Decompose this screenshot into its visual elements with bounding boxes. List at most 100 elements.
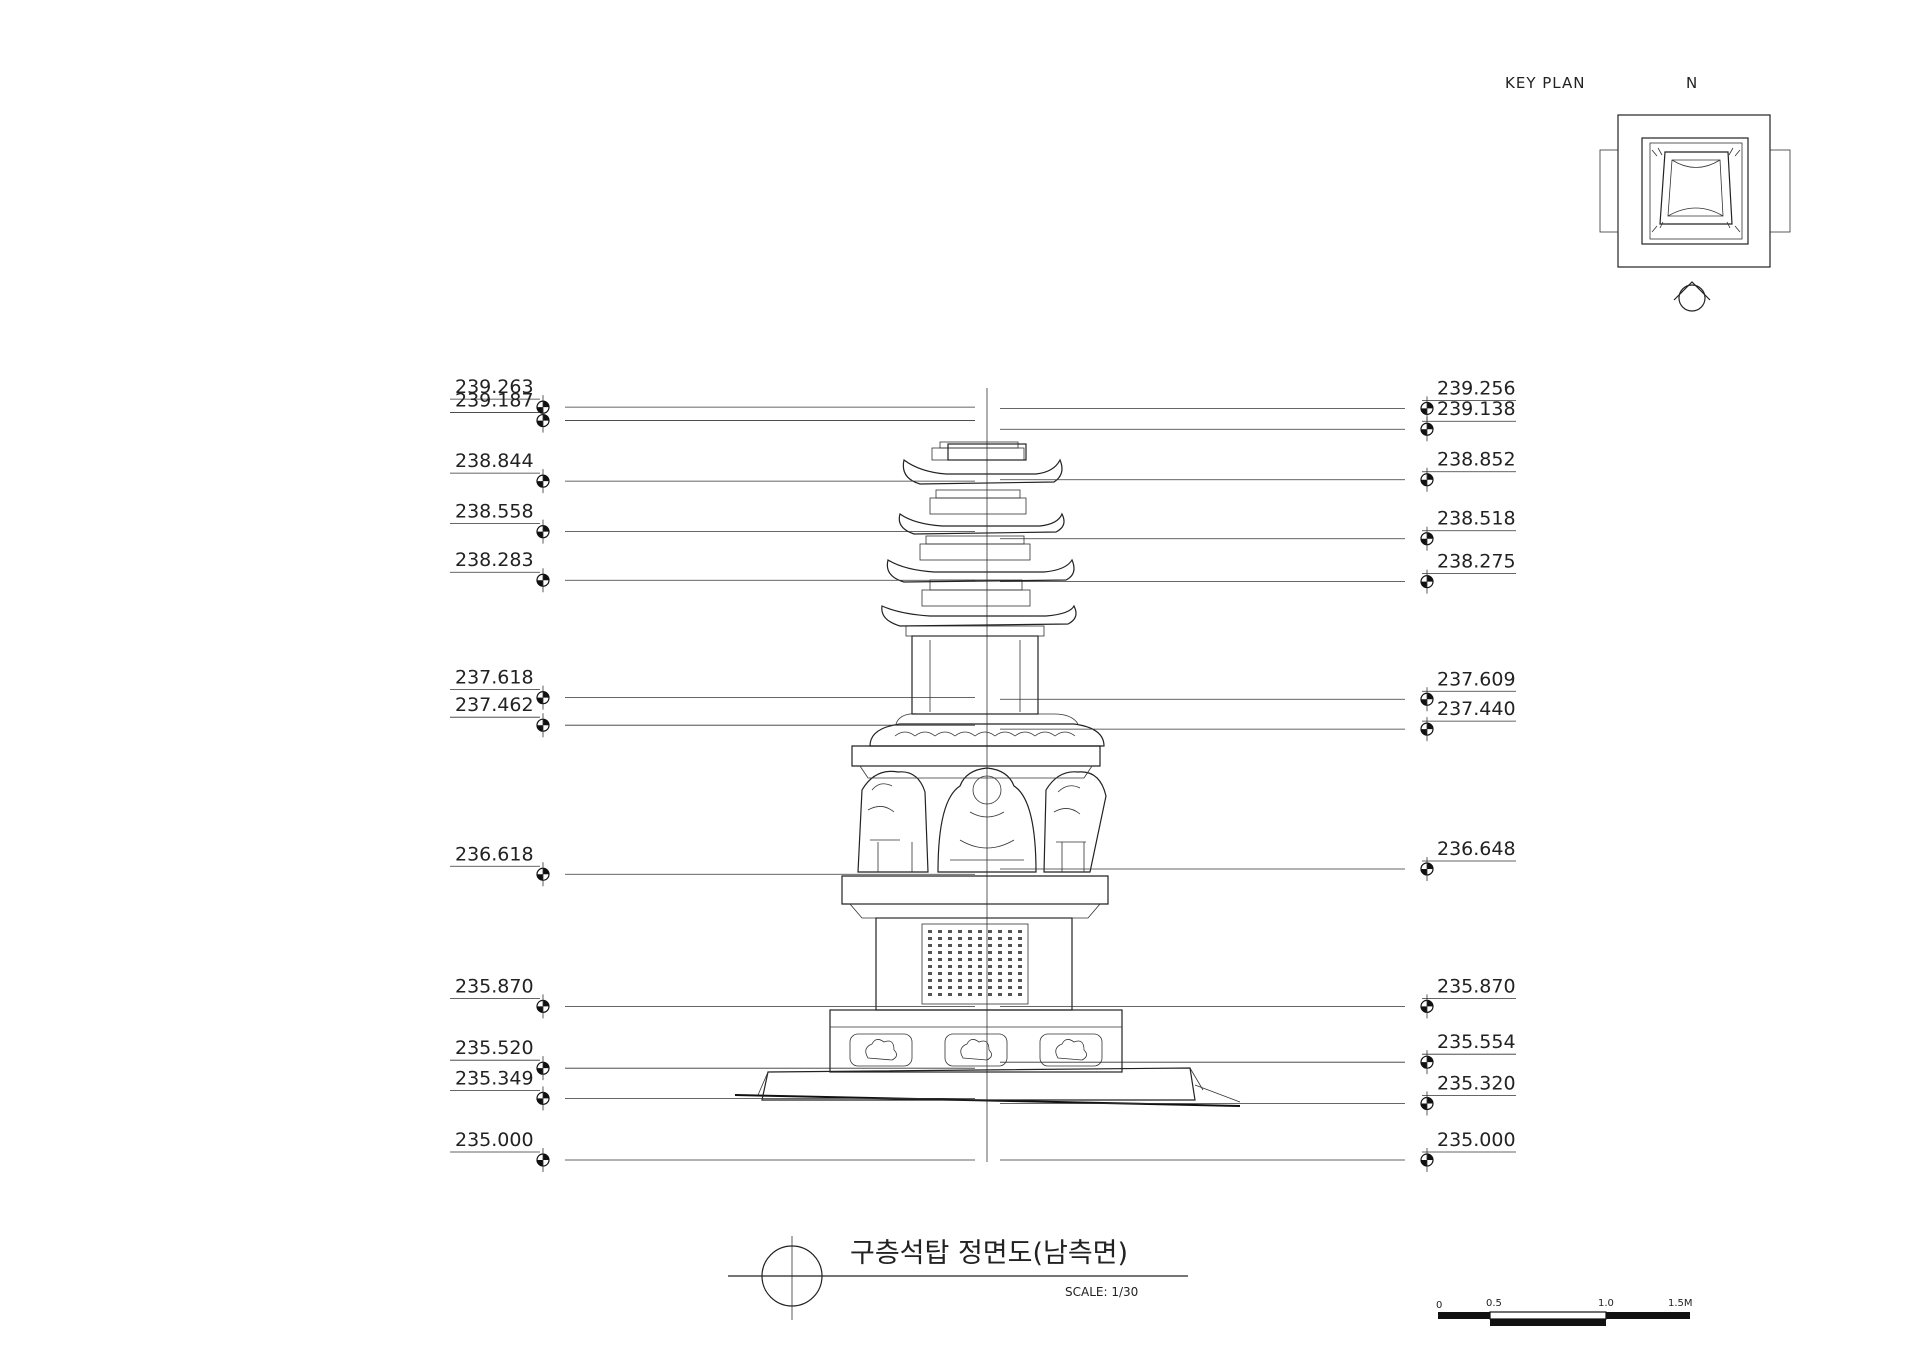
datum-symbol-icon (536, 1056, 550, 1081)
elevation-value-right: 237.440 (1437, 698, 1516, 720)
elevation-marker-left: 235.870 (450, 975, 975, 1019)
elevation-marker-left: 238.558 (450, 501, 975, 544)
elevation-value-left: 238.558 (455, 501, 534, 523)
scale-bar: 0 0.5 1.0 1.5M (1436, 1298, 1693, 1326)
elevation-marker-left: 237.462 (450, 694, 975, 738)
elevation-value-right: 238.275 (1437, 551, 1516, 573)
elevation-marker-left: 239.187 (450, 390, 975, 433)
north-arrow-icon (1673, 281, 1711, 312)
datum-symbol-icon (536, 862, 550, 887)
elevation-value-right: 236.648 (1437, 838, 1516, 860)
datum-symbol-icon (536, 994, 550, 1019)
elevation-value-left: 235.520 (455, 1037, 534, 1059)
elevation-value-right: 237.609 (1437, 668, 1516, 690)
datum-symbol-icon (536, 469, 550, 494)
datum-symbol-icon (536, 1086, 550, 1111)
elevation-marker-right: 238.275 (1000, 551, 1516, 594)
elevation-value-left: 238.844 (455, 450, 534, 472)
elevation-marker-left: 238.283 (450, 549, 975, 593)
elevation-marker-left: 239.263 (450, 376, 975, 420)
elevation-value-right: 239.138 (1437, 398, 1516, 420)
elevation-marker-right: 239.138 (1000, 398, 1516, 442)
roof-tier-2 (886, 535, 1075, 583)
sculpture-zone (857, 767, 1107, 873)
elevation-value-right: 238.852 (1437, 449, 1516, 471)
elevation-value-right: 235.000 (1437, 1129, 1516, 1151)
key-plan-label: KEY PLAN (1505, 74, 1585, 92)
upper-cornice (851, 745, 1101, 767)
inscription-pedestal (875, 917, 1073, 1011)
roof-tier-3 (898, 489, 1065, 535)
elevation-value-left: 235.349 (455, 1067, 534, 1089)
datum-symbol-icon (1420, 396, 1434, 421)
drawing-title: 구층석탑 정면도(남측면) (850, 1238, 1128, 1269)
elevation-value-left: 237.462 (455, 694, 534, 716)
elevation-marker-right: 235.554 (1000, 1031, 1516, 1075)
cloud-panels (849, 1033, 1103, 1067)
datum-symbol-icon (1420, 467, 1434, 492)
datum-symbol-icon (1420, 717, 1434, 742)
scale-label-0: 0 (1436, 1300, 1442, 1311)
finial-top (947, 443, 1027, 461)
datum-symbol-icon (536, 1148, 550, 1172)
elevation-marker-right: 239.256 (1000, 377, 1516, 421)
scale-label-15: 1.5M (1668, 1298, 1693, 1309)
elevation-value-right: 239.256 (1437, 377, 1516, 399)
elevation-marker-left: 235.349 (450, 1067, 975, 1111)
elevation-marker-right: 237.440 (1000, 698, 1516, 742)
datum-symbol-icon (1420, 1050, 1434, 1075)
pagoda-elevation (734, 441, 1241, 1107)
first-story-body (911, 635, 1039, 715)
datum-symbol-icon (1420, 526, 1434, 551)
lotus-pedestal (869, 723, 1105, 747)
title-block: 구층석탑 정면도(남측면) SCALE: 1/30 (728, 1236, 1188, 1320)
datum-symbol-icon (536, 568, 550, 593)
elevation-value-left: 238.283 (455, 549, 534, 571)
datum-symbol-icon (536, 408, 550, 433)
elevation-marker-left: 237.618 (450, 667, 975, 710)
roof-tier-1 (881, 579, 1077, 627)
elevation-value-left: 236.618 (455, 843, 534, 865)
scale-label-05: 0.5 (1486, 1298, 1502, 1309)
elevation-marker-left: 235.520 (450, 1037, 975, 1081)
middle-cornice (841, 875, 1109, 905)
datum-symbol-icon (1420, 994, 1434, 1019)
inscription-text (928, 930, 1022, 996)
datum-symbol-icon (536, 395, 550, 420)
key-plan: KEY PLAN N (1505, 74, 1791, 312)
scale-label-10: 1.0 (1598, 1298, 1614, 1309)
base-slab (761, 1067, 1196, 1101)
key-plan-outline (1599, 114, 1791, 268)
elevation-value-right: 235.554 (1437, 1031, 1516, 1053)
datum-symbol-icon (1420, 417, 1434, 442)
datum-symbol-icon (1420, 1148, 1434, 1172)
elevation-value-right: 235.320 (1437, 1072, 1516, 1094)
elevation-marker-right: 235.320 (1000, 1072, 1516, 1116)
north-label: N (1686, 74, 1698, 92)
datum-symbol-icon (536, 713, 550, 738)
elevation-marker-left: 236.618 (450, 843, 975, 887)
roof-tier-4 (902, 441, 1063, 485)
elevation-marker-right: 238.518 (1000, 508, 1516, 551)
elevation-value-left: 237.618 (455, 667, 534, 689)
elevation-value-right: 238.518 (1437, 508, 1516, 530)
elevation-marker-right: 237.609 (1000, 668, 1516, 712)
elevation-value-left: 235.000 (455, 1129, 534, 1151)
elevation-value-left: 239.187 (455, 390, 534, 412)
elevation-marker-left: 235.000 (450, 1129, 975, 1172)
elevation-value-right: 235.870 (1437, 975, 1516, 997)
elevation-value-left: 235.870 (455, 975, 534, 997)
drawing-scale: SCALE: 1/30 (1065, 1285, 1138, 1299)
datum-symbol-icon (536, 519, 550, 544)
datum-symbol-icon (1420, 569, 1434, 594)
elevation-marker-right: 235.870 (1000, 975, 1516, 1019)
datum-symbol-icon (1420, 687, 1434, 712)
elevation-value-left: 239.263 (455, 376, 534, 398)
elevation-marker-right: 238.852 (1000, 449, 1516, 492)
elevation-marker-left: 238.844 (450, 450, 975, 494)
elevation-marker-right: 236.648 (1000, 838, 1516, 881)
datum-symbol-icon (1420, 1091, 1434, 1116)
